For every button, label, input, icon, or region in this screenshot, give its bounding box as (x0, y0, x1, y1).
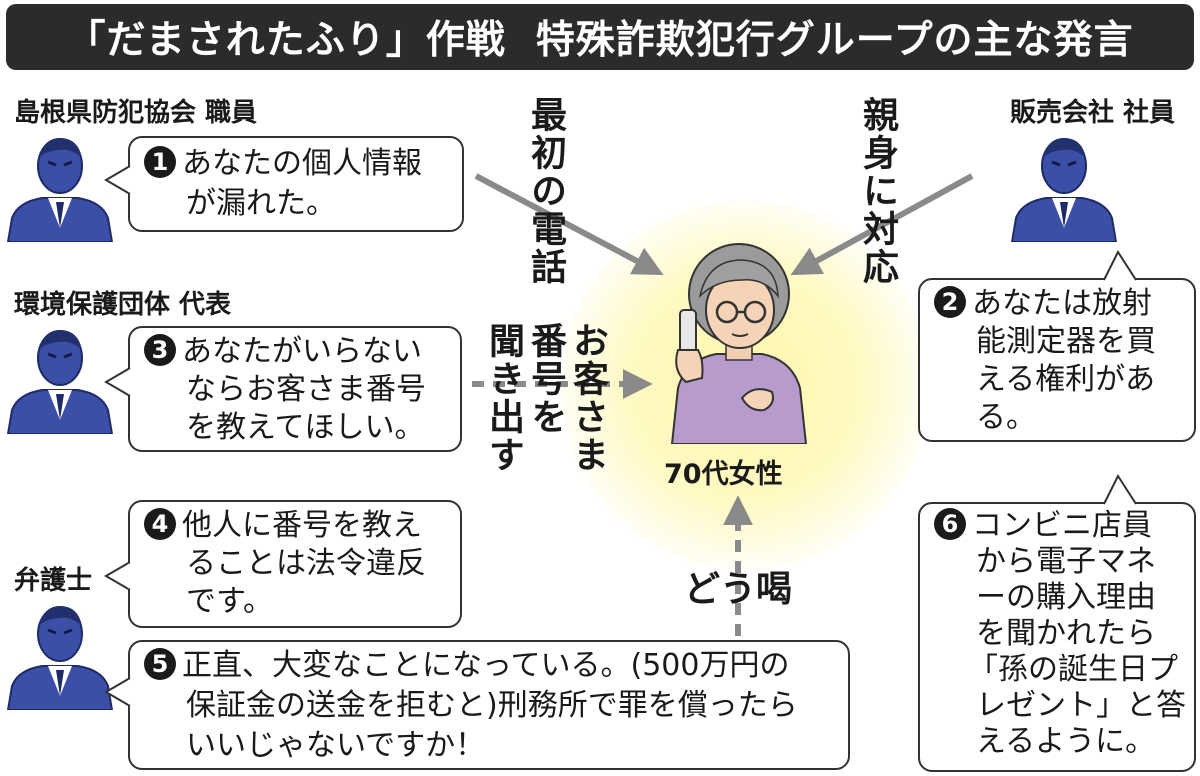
man-in-suit-icon (6, 330, 114, 434)
bubble-tail (104, 165, 131, 195)
statement-4-line-2: ることは法令違反 (186, 546, 426, 581)
arrow-kind-response (790, 173, 974, 276)
statement-number-2: 2 (934, 286, 966, 318)
statement-5-line-1: 正直、大変なことになっている。(500万円の (182, 648, 790, 683)
label-first-call: 最初の電話 (525, 96, 567, 286)
statement-1-line-2: が漏れた。 (186, 186, 336, 221)
elderly-woman-on-phone-icon (670, 243, 808, 444)
statement-6-line-7: えるように。 (976, 724, 1156, 759)
statement-5-line-2: 保証金の送金を拒むと)刑務所で罪を償ったら (186, 688, 798, 723)
statement-number-1: 1 (144, 146, 176, 178)
label-threat: どう喝 (684, 568, 793, 610)
statement-6-line-3: ーの購入理由 (976, 580, 1156, 615)
statement-number-6: 6 (934, 508, 966, 540)
title-bar: 「だまされたふり」作戦 特殊詐欺犯行グループの主な発言 (6, 4, 1194, 70)
bubble-tail (104, 367, 131, 397)
man-in-suit-icon (6, 606, 114, 710)
statement-6-line-4: を聞かれたら (976, 616, 1156, 651)
statement-6-line-6: レゼント」と答 (976, 688, 1186, 723)
statement-1-line-1: あなたの個人情報 (182, 146, 422, 181)
statement-2-line-3: える権利があ (976, 362, 1156, 397)
label-extract-col2: 番号を (525, 322, 567, 436)
title-part2: 特殊詐欺犯行グループの主な発言 (535, 18, 1134, 63)
statement-3-line-1: あなたがいらない (182, 334, 422, 369)
statement-4-line-1: 他人に番号を教え (182, 508, 422, 543)
statement-number-4: 4 (144, 508, 176, 540)
label-extract-col3: 聞き出す (483, 322, 525, 474)
statement-number-5: 5 (144, 648, 176, 680)
role-sales-company-employee: 販売会社 社員 (1010, 98, 1176, 128)
statement-2-line-4: る。 (976, 400, 1036, 435)
bubble-tail (1103, 250, 1137, 281)
role-environmental-group-rep: 環境保護団体 代表 (14, 290, 232, 320)
statement-4-line-3: です。 (186, 584, 273, 619)
center-label: 70代女性 (664, 459, 783, 490)
label-kind-response: 親身に対応 (857, 96, 899, 286)
statement-3-line-3: を教えてほしい。 (186, 410, 425, 445)
statement-6-line-2: から電子マネ (976, 544, 1156, 579)
man-in-suit-icon (6, 138, 114, 242)
title-part1: 「だまされたふり」作戦 (66, 18, 506, 63)
bubble-tail (1103, 474, 1137, 505)
label-extract-col1: お客さま (567, 322, 609, 474)
statement-6-line-1: コンビニ店員 (972, 508, 1152, 543)
bubble-tail (104, 561, 131, 591)
role-crime-prevention-staff: 島根県防犯協会 職員 (14, 98, 258, 128)
statement-2-line-2: 能測定器を買 (976, 324, 1156, 359)
statement-2-line-1: あなたは放射 (972, 286, 1152, 321)
arrow-first-call (474, 173, 664, 276)
bubble-tail (104, 677, 131, 707)
role-lawyer: 弁護士 (14, 566, 93, 596)
statement-number-3: 3 (144, 334, 176, 366)
statement-6-line-5: 「孫の誕生日プ (968, 652, 1178, 687)
statement-3-line-2: ならお客さま番号 (186, 372, 426, 407)
statement-5-line-3: いいじゃないですか！ (186, 728, 486, 763)
man-in-suit-icon (1010, 138, 1118, 242)
